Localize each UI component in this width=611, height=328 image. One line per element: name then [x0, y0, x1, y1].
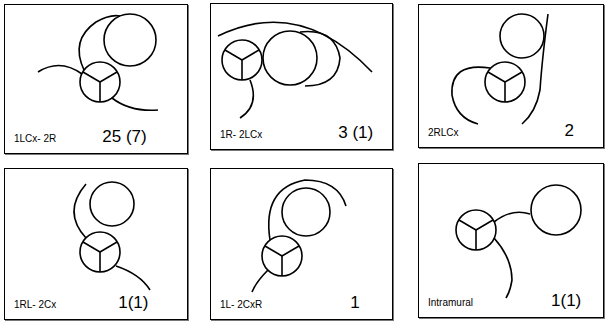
- diagram-panel: 1L- 2CxR 1: [210, 168, 393, 320]
- valve-commissure: [241, 60, 243, 80]
- variant-label: Intramural: [427, 297, 474, 308]
- valve-commissure: [476, 220, 493, 230]
- aortic-valve: [485, 62, 525, 102]
- panel-footer: 1L- 2CxR 1: [219, 293, 361, 313]
- valve-commissure: [83, 242, 100, 252]
- case-count: 1(1): [117, 293, 149, 313]
- variant-label: 1R- 2LCx: [219, 129, 263, 140]
- case-count: 3 (1): [337, 123, 374, 143]
- pulmonary-circle: [90, 182, 134, 226]
- aortic-valve: [222, 40, 262, 80]
- valve-commissure: [99, 82, 101, 102]
- panel-footer: Intramural 1(1): [427, 291, 582, 311]
- diagram-panel: 2RLCx 2: [418, 4, 604, 148]
- aortic-valve: [456, 210, 496, 250]
- coronary-artery: [38, 65, 82, 74]
- case-count: 2: [564, 121, 575, 141]
- valve-commissure: [281, 256, 283, 276]
- coronary-artery: [494, 238, 512, 298]
- pulmonary-circle: [263, 31, 317, 85]
- heart-schematic: [456, 185, 581, 298]
- valve-commissure: [225, 50, 242, 60]
- coronary-artery: [112, 98, 158, 110]
- valve-commissure: [83, 72, 100, 82]
- heart-schematic: [38, 14, 158, 110]
- coronary-artery: [452, 67, 490, 124]
- diagram-panel: Intramural 1(1): [418, 163, 604, 318]
- coronary-artery: [74, 184, 86, 238]
- coronary-artery: [218, 22, 372, 72]
- valve-commissure: [282, 246, 299, 256]
- pulmonary-circle: [282, 188, 330, 236]
- pulmonary-circle: [104, 14, 156, 66]
- coronary-artery: [269, 180, 346, 240]
- valve-commissure: [242, 50, 259, 60]
- diagram-panel: 1LCx- 2R 25 (7): [4, 4, 188, 154]
- panel-footer: 2RLCx 2: [427, 121, 575, 141]
- valve-commissure: [99, 252, 101, 272]
- variant-label: 2RLCx: [427, 127, 460, 138]
- valve-commissure: [100, 72, 117, 82]
- coronary-artery: [79, 16, 120, 70]
- heart-schematic: [74, 182, 150, 290]
- valve-commissure: [504, 82, 506, 102]
- panel-footer: 1R- 2LCx 3 (1): [219, 123, 374, 143]
- coronary-artery: [252, 270, 268, 292]
- heart-schematic: [452, 14, 548, 124]
- valve-commissure: [459, 220, 476, 230]
- diagram-panel: 1R- 2LCx 3 (1): [210, 3, 393, 150]
- heart-schematic: [252, 180, 346, 292]
- aortic-valve: [80, 62, 120, 102]
- coronary-artery: [522, 14, 548, 124]
- valve-commissure: [488, 72, 505, 82]
- coronary-artery: [116, 266, 150, 290]
- coronary-artery: [494, 212, 530, 222]
- valve-commissure: [100, 242, 117, 252]
- panel-footer: 1RL- 2Cx 1(1): [13, 293, 149, 313]
- case-count: 1: [349, 293, 360, 313]
- valve-commissure: [505, 72, 522, 82]
- coronary-artery: [240, 80, 253, 118]
- variant-label: 1LCx- 2R: [13, 133, 57, 144]
- valve-commissure: [475, 230, 477, 250]
- pulmonary-circle: [500, 14, 544, 58]
- valve-commissure: [265, 246, 282, 256]
- pulmonary-circle: [531, 185, 581, 235]
- case-count: 1(1): [550, 291, 582, 311]
- heart-schematic: [218, 22, 372, 118]
- diagram-panel: 1RL- 2Cx 1(1): [4, 168, 188, 320]
- case-count: 25 (7): [101, 127, 147, 147]
- panel-footer: 1LCx- 2R 25 (7): [13, 127, 148, 147]
- variant-label: 1L- 2CxR: [219, 299, 263, 310]
- variant-label: 1RL- 2Cx: [13, 299, 57, 310]
